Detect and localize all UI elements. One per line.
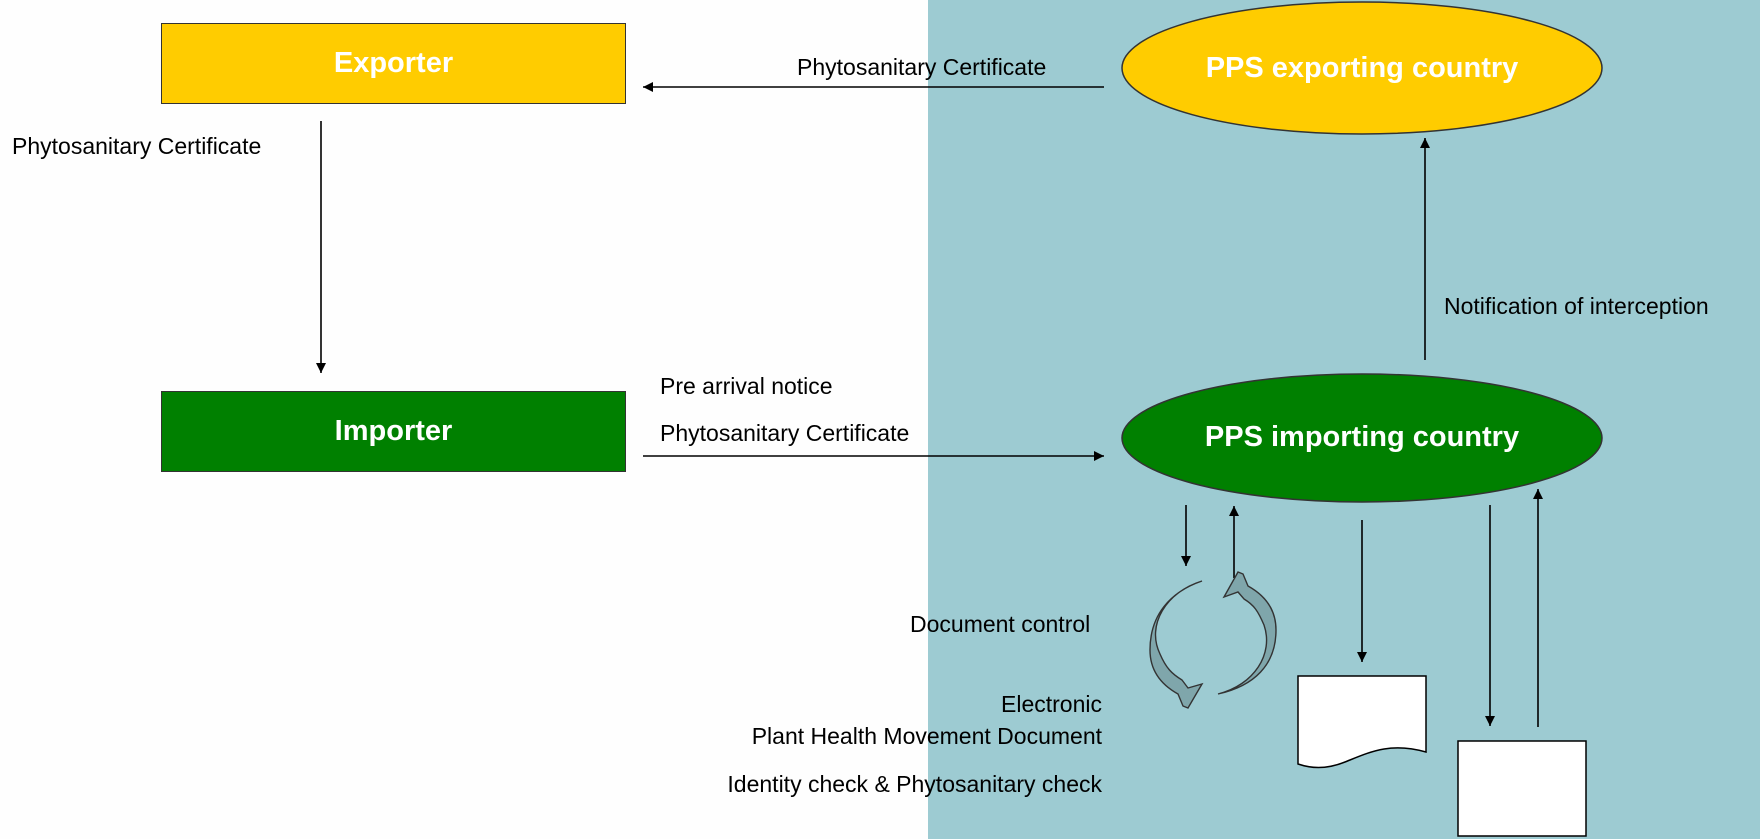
label-importer-to-pps: Phytosanitary Certificate [660, 420, 910, 446]
label-document-control: Document control [910, 611, 1091, 637]
pps-importing-ellipse[interactable] [1121, 373, 1603, 503]
label-pps-to-exporter: Phytosanitary Certificate [797, 54, 1047, 80]
pps-importing-label: PPS importing country [1204, 421, 1520, 453]
importer-box[interactable]: Importer [161, 391, 626, 472]
pps-exporting-ellipse[interactable] [1121, 1, 1603, 135]
check-process-box [1457, 740, 1587, 837]
label-identity-check: Identity check & Phytosanitary check [727, 771, 1102, 797]
label-ephmd-line1: Electronic [1001, 691, 1102, 717]
label-notification: Notification of interception [1444, 293, 1709, 319]
pps-exporting-label: PPS exporting country [1205, 52, 1519, 84]
document-shape [1297, 675, 1427, 769]
importer-label: Importer [334, 415, 453, 447]
cycle-arrows-icon [1149, 571, 1277, 709]
label-pre-arrival: Pre arrival notice [660, 373, 833, 399]
exporter-label: Exporter [333, 47, 454, 79]
label-exporter-to-importer: Phytosanitary Certificate [12, 133, 262, 159]
exporter-box[interactable]: Exporter [161, 23, 626, 104]
label-ephmd-line2: Plant Health Movement Document [751, 723, 1102, 749]
